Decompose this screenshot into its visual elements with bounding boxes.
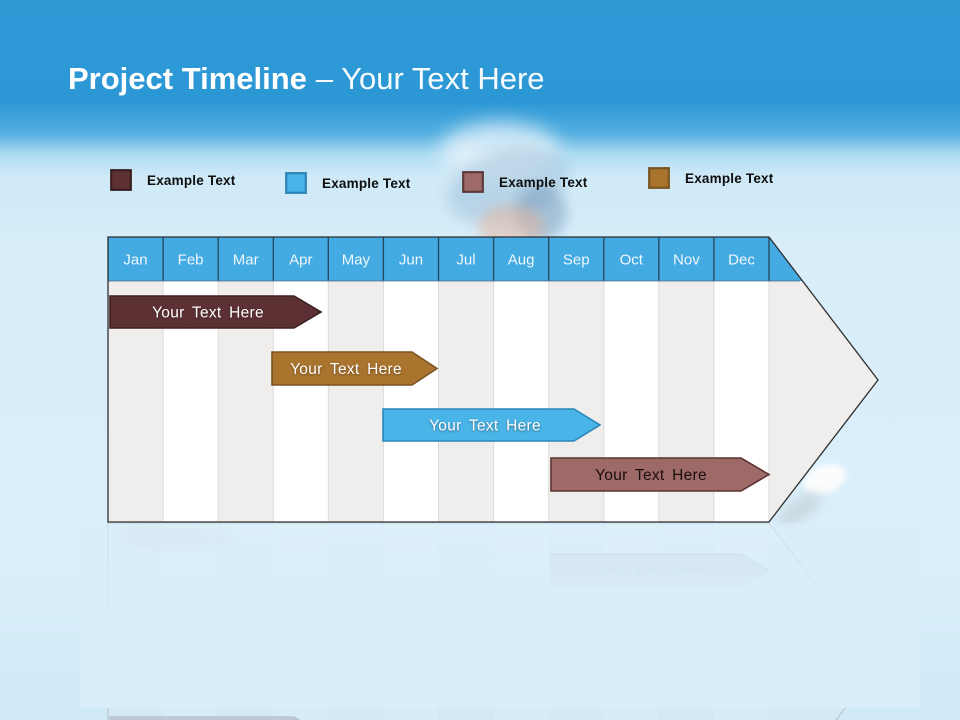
month-label-apr: Apr — [289, 252, 312, 269]
legend-label-2: Example Text — [322, 175, 411, 191]
month-label-jun: Jun — [399, 252, 423, 269]
task-bar-2[interactable] — [271, 351, 439, 386]
month-label-dec: Dec — [728, 252, 755, 269]
legend-swatch-1 — [110, 169, 132, 191]
month-label-feb: Feb — [178, 252, 204, 269]
month-label-sep: Sep — [563, 252, 590, 269]
month-label-oct: Oct — [620, 252, 644, 269]
legend-label-4: Example Text — [685, 170, 774, 186]
month-label-aug: Aug — [508, 252, 535, 269]
month-label-mar: Mar — [233, 252, 259, 269]
title-sub: – Your Text Here — [315, 61, 545, 96]
task-bar-1[interactable] — [109, 295, 323, 329]
month-label-may: May — [342, 252, 371, 269]
task-bar-4[interactable] — [550, 457, 771, 492]
task-bar-2-label: Your Text Here — [290, 361, 402, 378]
legend-item-2[interactable]: Example Text — [285, 172, 410, 194]
legend-item-4[interactable]: Example Text — [648, 167, 773, 189]
legend-swatch-4 — [648, 167, 670, 189]
legend-item-1[interactable]: Example Text — [110, 169, 235, 191]
slide-title[interactable]: Project Timeline– Your Text Here — [68, 61, 545, 97]
title-main: Project Timeline — [68, 61, 307, 96]
column-separators — [162, 281, 770, 522]
reflection-fade-overlay — [80, 523, 920, 709]
month-label-jan: Jan — [123, 252, 147, 269]
task-bar-3[interactable] — [382, 408, 602, 442]
task-bar-4-label: Your Text Here — [595, 467, 707, 484]
legend-swatch-3 — [462, 171, 484, 193]
task-bar-1-label: Your Text Here — [152, 305, 264, 322]
month-label-jul: Jul — [456, 252, 475, 269]
legend-label-3: Example Text — [499, 174, 588, 190]
month-columns — [163, 281, 769, 522]
legend-swatch-2 — [285, 172, 307, 194]
month-header-separators — [162, 237, 770, 281]
timeline-arrow-outline — [107, 236, 879, 523]
legend-item-3[interactable]: Example Text — [462, 171, 587, 193]
task-bar-3-label: Your Text Here — [429, 418, 541, 435]
month-header-band — [108, 237, 803, 281]
month-label-nov: Nov — [673, 252, 700, 269]
legend-label-1: Example Text — [147, 172, 236, 188]
